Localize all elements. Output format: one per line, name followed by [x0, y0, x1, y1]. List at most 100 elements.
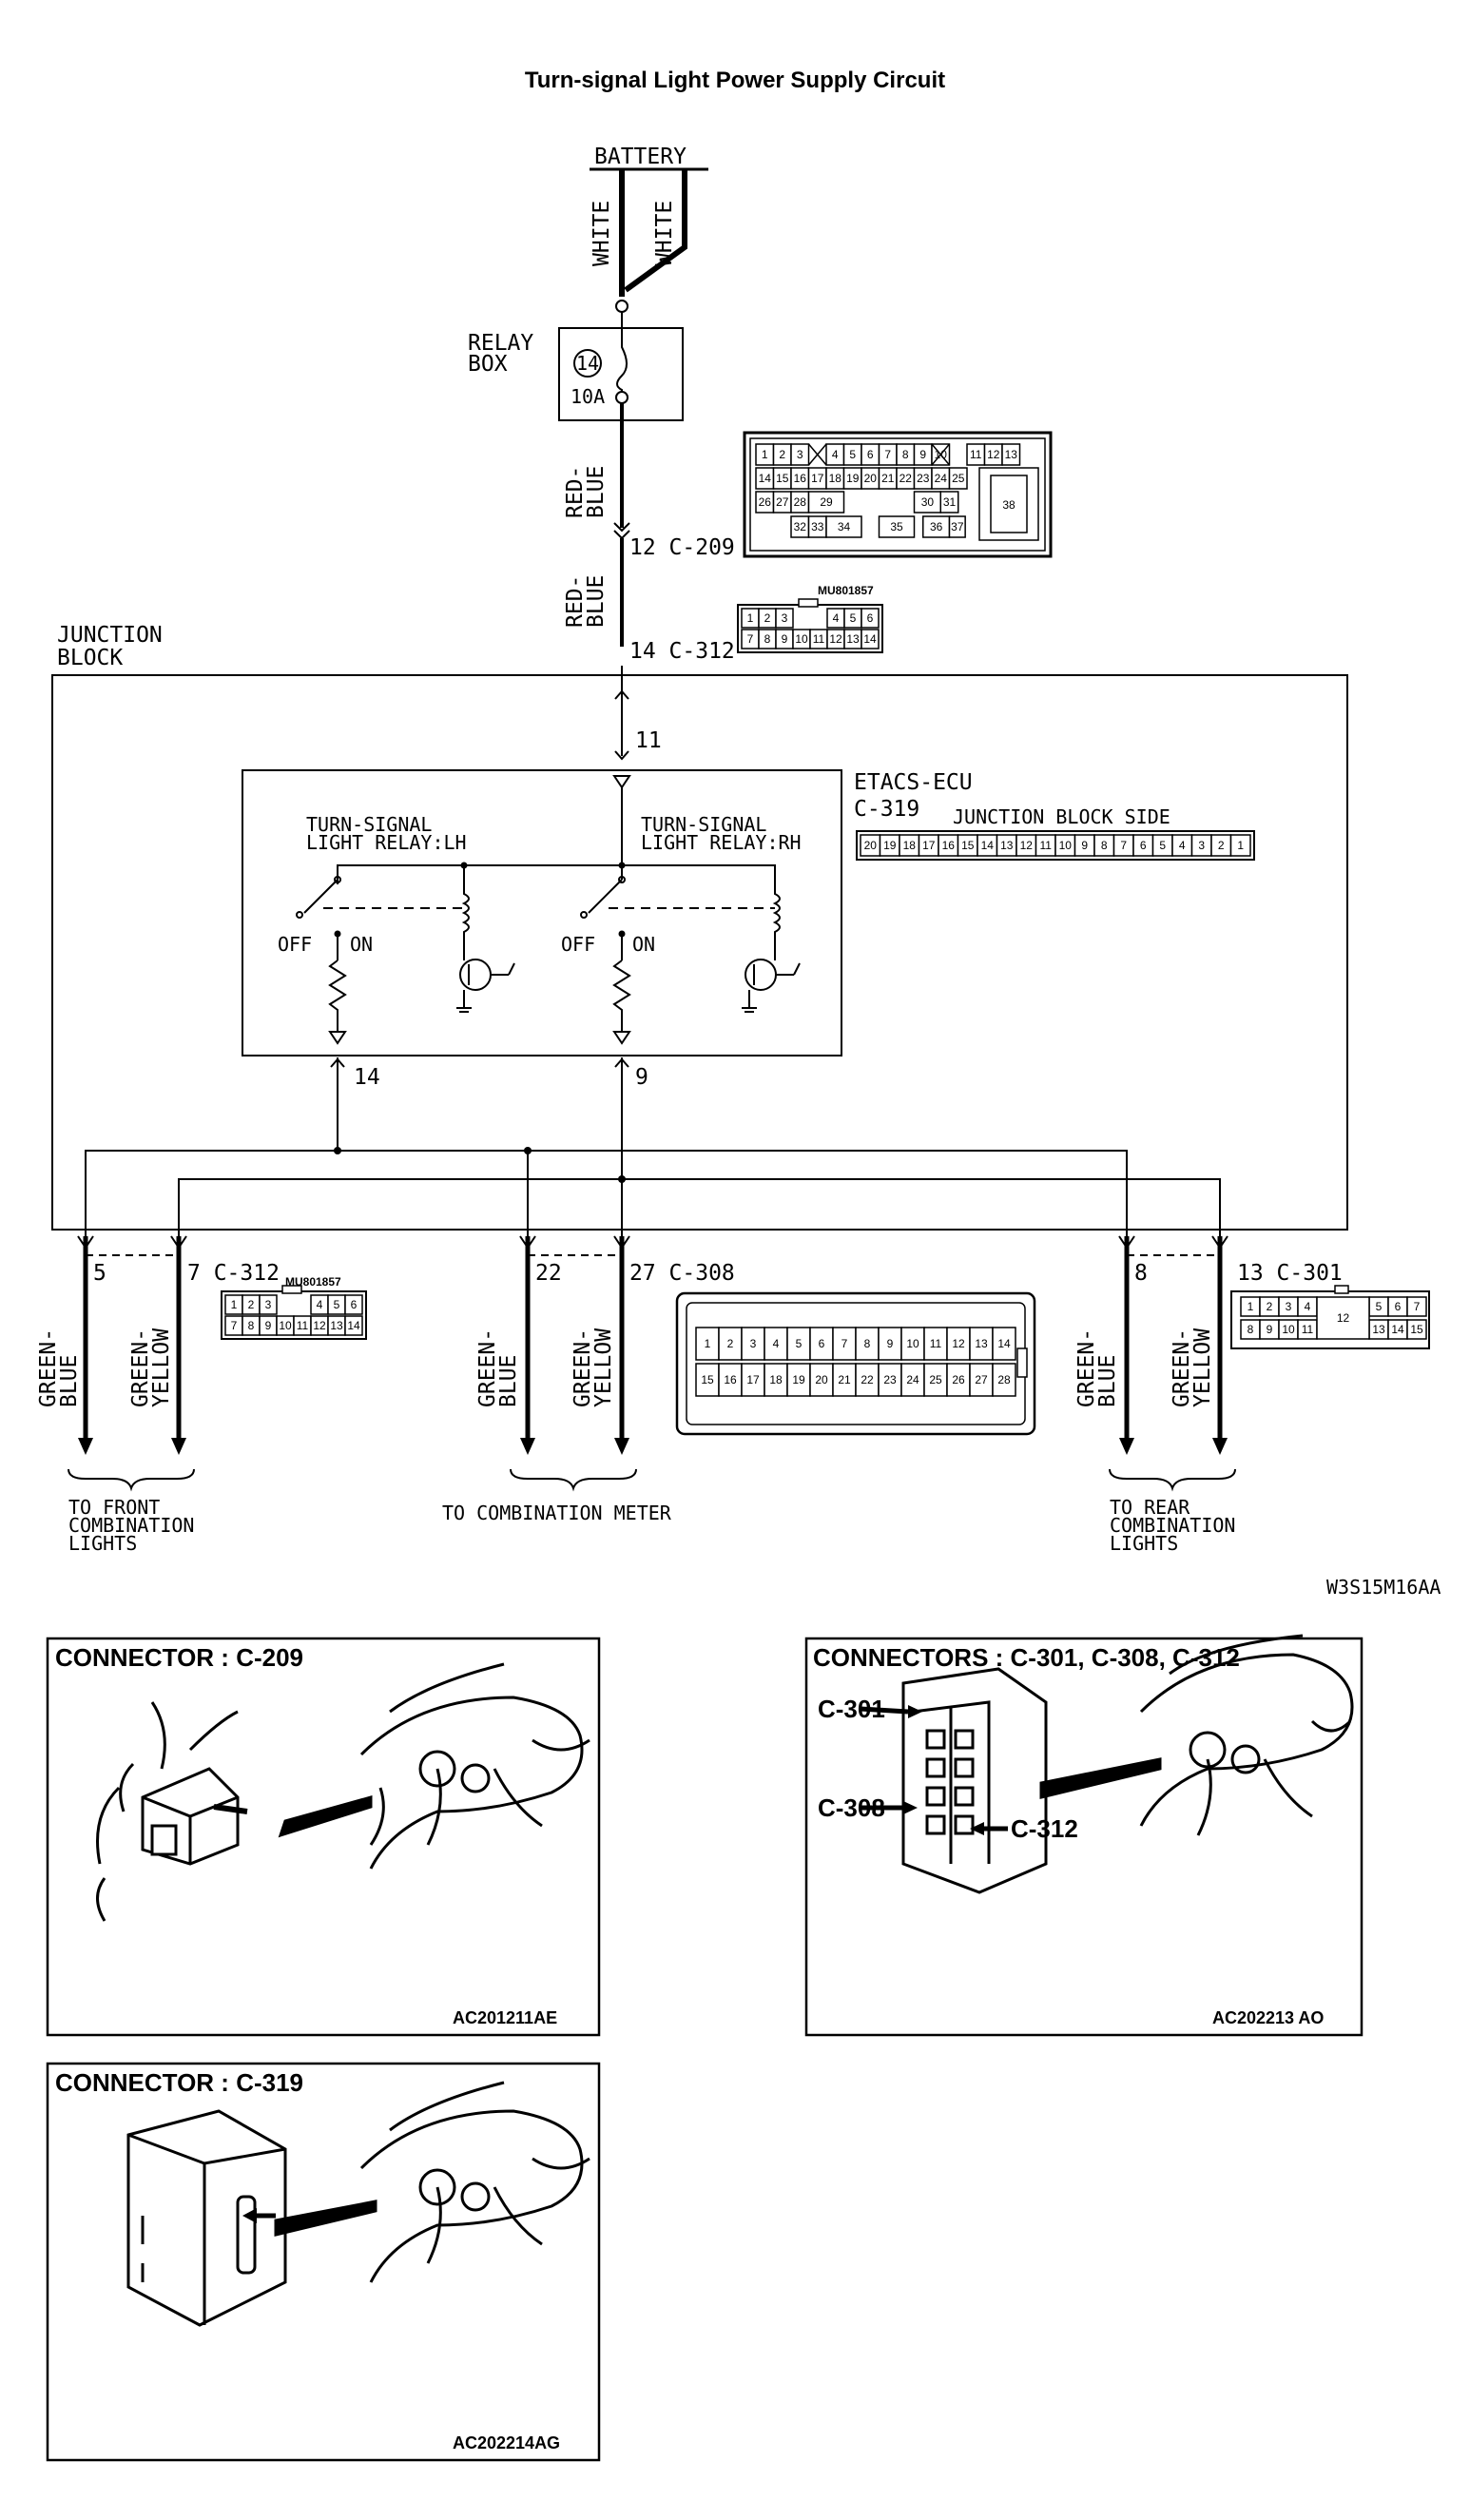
connector-c301-code: AC202213 AO	[1212, 2008, 1324, 2027]
c319-pin: 6	[1140, 839, 1147, 852]
c312-pointer-label: C-312	[1011, 1814, 1078, 1843]
wire-label-green-blue-b2: BLUE	[496, 1355, 521, 1407]
c308-pin: 9	[887, 1337, 894, 1350]
wire-label-green-blue-a1: GREEN-	[36, 1328, 61, 1407]
c209-pin: 36	[930, 520, 943, 533]
switch-rh-off: OFF	[561, 933, 595, 956]
wire-label-green-blue-b1: BLUE	[57, 1355, 82, 1407]
c209-pin: 13	[1005, 448, 1018, 461]
c312-pin: 9	[265, 1319, 272, 1332]
c308-pin: 26	[952, 1373, 965, 1386]
c209-pin-big: 38	[1002, 498, 1015, 512]
c319-pin: 16	[942, 839, 956, 852]
c301-pin: 5	[1376, 1300, 1383, 1313]
c301-pin: 4	[1305, 1300, 1311, 1313]
battery-label: BATTERY	[594, 145, 687, 169]
connector-c319-code: AC202214AG	[453, 2433, 560, 2452]
pin-8: 8	[1134, 1261, 1148, 1286]
c301-illustration	[901, 1634, 1354, 1894]
c312-pin: 11	[297, 1319, 309, 1332]
c312-pin: 3	[782, 611, 788, 625]
c209-pin: 15	[776, 472, 789, 485]
c308-pin: 8	[864, 1337, 871, 1350]
c209-pin: 32	[794, 520, 807, 533]
c312-pin: 9	[782, 632, 788, 646]
c209-pin: 4	[832, 448, 839, 461]
relay-rh-label-2: LIGHT RELAY:RH	[641, 831, 802, 854]
c312-pin: 6	[867, 611, 874, 625]
c301-pin: 13	[1372, 1323, 1385, 1336]
c209-pin: 25	[952, 472, 965, 485]
c209-pin: 23	[917, 472, 930, 485]
dest-rear-2: COMBINATION	[1110, 1514, 1235, 1537]
c308-pin: 4	[773, 1337, 780, 1350]
c209-pin: 14	[759, 472, 772, 485]
wire-label-red-blue-2a: RED-	[563, 575, 588, 628]
pin-13-c301: 13 C-301	[1237, 1261, 1343, 1286]
c312-pin: 3	[265, 1298, 272, 1311]
relay-box-label-2: BOX	[468, 352, 508, 377]
output-arrow-icon	[520, 1438, 535, 1455]
c301-pin: 14	[1391, 1323, 1404, 1336]
dest-front-1: TO FRONT	[68, 1496, 160, 1519]
c319-label: C-319	[854, 797, 919, 822]
c308-pin: 19	[792, 1373, 805, 1386]
wire-label-green-blue-a2: GREEN-	[475, 1328, 500, 1407]
c308-pin: 12	[952, 1337, 965, 1350]
c308-pin: 24	[906, 1373, 919, 1386]
c308-pin: 6	[819, 1337, 825, 1350]
c308-pin: 7	[841, 1337, 848, 1350]
c308-pin: 28	[997, 1373, 1011, 1386]
c301-pin: 8	[1248, 1323, 1254, 1336]
c308-pin: 16	[724, 1373, 737, 1386]
c319-pin: 4	[1179, 839, 1186, 852]
pin-27-c308: 27 C-308	[629, 1261, 735, 1286]
output-arrow-icon	[1119, 1438, 1134, 1455]
dest-meter: TO COMBINATION METER	[442, 1502, 672, 1524]
c312-pin: 14	[863, 632, 877, 646]
c319-pin: 11	[1040, 839, 1053, 852]
c312-pin: 10	[279, 1319, 292, 1332]
c301-pin: 3	[1286, 1300, 1292, 1313]
wire-label-green-yellow-a3: GREEN-	[1170, 1328, 1194, 1407]
c312-pin: 1	[231, 1298, 238, 1311]
dest-front-3: LIGHTS	[68, 1532, 137, 1555]
c308-pin: 3	[750, 1337, 757, 1350]
c308-pin: 1	[705, 1337, 711, 1350]
relay-box-label-1: RELAY	[468, 331, 533, 356]
switch-rh-on: ON	[632, 933, 655, 956]
wire-label-green-yellow-a1: GREEN-	[128, 1328, 153, 1407]
c312-pin: 5	[850, 611, 857, 625]
output-arrow-icon	[78, 1438, 93, 1455]
dest-rear-3: LIGHTS	[1110, 1532, 1178, 1555]
c301-pin: 15	[1410, 1323, 1423, 1336]
c319-pin: 13	[1000, 839, 1014, 852]
etacs-ecu-label: ETACS-ECU	[854, 770, 973, 795]
c319-pin: 14	[981, 839, 995, 852]
pin-11: 11	[635, 728, 662, 753]
c301-pin: 12	[1337, 1311, 1350, 1325]
c308-pin: 10	[906, 1337, 919, 1350]
c209-pin: 30	[921, 495, 935, 509]
pin-5: 5	[93, 1261, 106, 1286]
c209-pin: 9	[919, 448, 926, 461]
relay-rh-label-1: TURN-SIGNAL	[641, 813, 766, 836]
c301-pin: 10	[1282, 1323, 1295, 1336]
c319-pin: 12	[1020, 839, 1034, 852]
c301-pin: 2	[1267, 1300, 1273, 1313]
c308-pin: 25	[929, 1373, 942, 1386]
diagram-title: Turn-signal Light Power Supply Circuit	[525, 68, 945, 93]
relay-lh-label-2: LIGHT RELAY:LH	[306, 831, 467, 854]
c209-pin: 22	[899, 472, 913, 485]
dest-front-2: COMBINATION	[68, 1514, 194, 1537]
pin-14: 14	[354, 1065, 380, 1090]
wire-label-green-yellow-b3: YELLOW	[1190, 1328, 1215, 1407]
c209-pin: 12	[987, 448, 1000, 461]
wire-label-white-1: WHITE	[590, 201, 614, 266]
c319-pin: 7	[1120, 839, 1127, 852]
c209-pin: 7	[884, 448, 891, 461]
c301-pin: 9	[1267, 1323, 1273, 1336]
c319-pin: 15	[961, 839, 975, 852]
c209-pin: 21	[881, 472, 895, 485]
pin-c209: 12 C-209	[629, 535, 735, 560]
